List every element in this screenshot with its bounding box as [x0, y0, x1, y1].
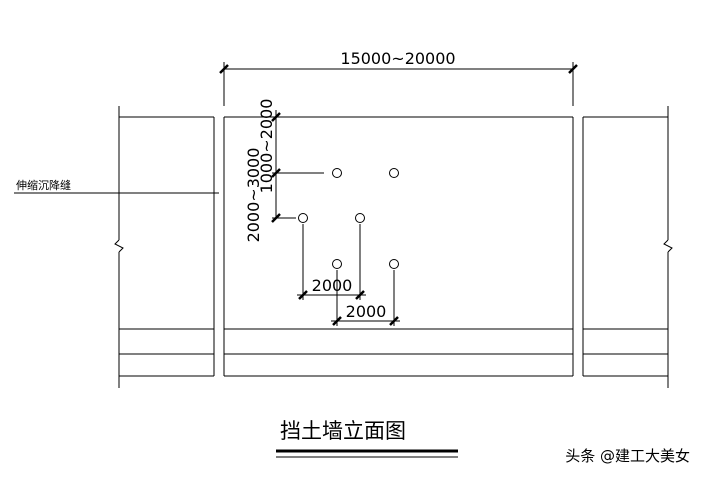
- tick-mark: [332, 316, 342, 326]
- drain-hole: [389, 259, 399, 269]
- left-wall-segment: [114, 106, 215, 388]
- joint-callout: 伸缩沉降缝: [14, 178, 219, 194]
- overall-width-dimension: 15000~20000: [219, 49, 578, 106]
- top-vertical-dimension-label: 1000~2000: [257, 99, 276, 194]
- middle-wall-segment: [223, 116, 574, 377]
- break-symbol: [663, 239, 673, 253]
- drainage-holes: [298, 168, 399, 269]
- joint-label: 伸缩沉降缝: [16, 178, 71, 192]
- spacing-dimension-lower: 2000: [331, 270, 400, 326]
- tick-mark: [219, 64, 229, 74]
- drain-hole: [332, 259, 342, 269]
- watermark-text: 头条 @建工大美女: [565, 447, 690, 465]
- drain-hole: [332, 168, 342, 178]
- mid-vertical-dimension-label: 2000~3000: [244, 148, 263, 243]
- overall-width-label: 15000~20000: [340, 49, 455, 68]
- tick-mark: [298, 290, 308, 300]
- tick-mark: [355, 290, 365, 300]
- drawing-title-block: 挡土墙立面图: [276, 419, 458, 458]
- tick-mark: [271, 112, 281, 122]
- upper-spacing-label: 2000: [312, 276, 353, 295]
- drain-hole: [389, 168, 399, 178]
- spacing-dimension-upper: 2000: [297, 224, 366, 300]
- break-symbol: [114, 239, 124, 253]
- lower-spacing-label: 2000: [346, 302, 387, 321]
- drain-hole: [298, 213, 308, 223]
- drawing-title: 挡土墙立面图: [280, 419, 406, 443]
- tick-mark: [568, 64, 578, 74]
- right-wall-segment: [582, 106, 673, 388]
- vertical-dimensions: 1000~2000 2000~3000: [244, 99, 324, 243]
- tick-mark: [271, 168, 281, 178]
- tick-mark: [389, 316, 399, 326]
- tick-mark: [271, 213, 281, 223]
- drain-hole: [355, 213, 365, 223]
